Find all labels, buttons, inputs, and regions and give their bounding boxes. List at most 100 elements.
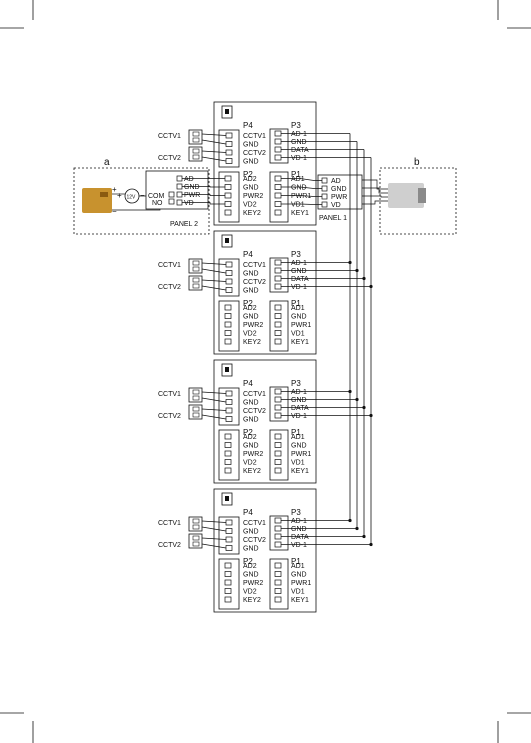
panel-1-terminal [321, 201, 328, 208]
p2-pin-label: AD2 [243, 305, 257, 312]
p4-pin [225, 132, 233, 139]
p2-pin-label: PWR2 [243, 193, 263, 200]
cctv-plug-pin [192, 389, 200, 395]
panel-2-no-label: NO [152, 200, 163, 207]
p1-pin-label: AD1 [291, 434, 305, 441]
p3-pin-label: VD-1 [291, 155, 307, 162]
p1-pin-label: KEY1 [291, 210, 309, 217]
camera-wiring [362, 179, 388, 205]
p3-label: P3 [291, 250, 301, 259]
p3-pin [274, 412, 282, 419]
panel-2-com-terminal [168, 191, 175, 198]
p3-pin [274, 404, 282, 411]
p1-pin [274, 571, 282, 577]
cctv-plug-pin [192, 283, 200, 289]
door-unit-b-enclosure [379, 167, 457, 235]
cctv-plug-pin [192, 535, 200, 541]
p3-pin [274, 525, 282, 532]
p3-pin-label: GND [291, 268, 307, 275]
p2-pin [224, 192, 232, 199]
p2-pin-label: PWR2 [243, 451, 263, 458]
p2-pin [224, 571, 232, 577]
p1-pin-label: GND [291, 314, 307, 321]
p4-pin [225, 149, 233, 156]
p1-pin-label: PWR1 [291, 193, 311, 200]
panel-2-no-terminal [168, 198, 175, 205]
p3-pin [274, 541, 282, 548]
cctv-wire [201, 150, 227, 153]
cctv-wire [201, 139, 227, 145]
p1-pin [274, 175, 282, 182]
region-label-a: a [104, 157, 110, 168]
cctv-wire [201, 268, 227, 274]
cctv-wire [201, 543, 227, 549]
p1-pin-label: AD1 [291, 563, 305, 570]
cctv-wire [201, 156, 227, 162]
p4-pin-label: CCTV2 [243, 279, 266, 286]
p4-pin [225, 528, 233, 534]
p2-pin [224, 175, 232, 182]
p1-pin-label: VD1 [291, 460, 305, 467]
panel-2-wire [182, 194, 225, 196]
p4-label: P4 [243, 379, 253, 388]
p3-pin [274, 275, 282, 282]
p2-pin-label: VD2 [243, 202, 257, 209]
p2-pin-label: KEY2 [243, 597, 261, 604]
panel-2-com-label: COM [148, 193, 165, 200]
p3-pin-label: VD-1 [291, 413, 307, 420]
cctv-wire [201, 133, 227, 136]
panel-1-terminal-label: PWR [331, 194, 347, 201]
panel-1-wire [281, 178, 322, 181]
p1-pin [274, 184, 282, 190]
monitor-unit: P4CCTV1GNDCCTV2GNDP3AD-1GNDDATAVD-1P2AD2… [158, 230, 317, 355]
door-camera-icon [388, 183, 426, 208]
p3-connector [269, 515, 289, 551]
p2-pin [224, 442, 232, 448]
p3-pin [274, 396, 282, 403]
p4-pin [225, 519, 233, 526]
p2-pin-label: VD2 [243, 460, 257, 467]
cctv-wire [201, 397, 227, 403]
monitor-icon-mark [225, 109, 229, 114]
p2-pin-label: AD2 [243, 563, 257, 570]
p1-pin-label: AD1 [291, 176, 305, 183]
p2-label: P2 [243, 170, 253, 179]
lock-minus-label: − [112, 207, 117, 216]
p3-pin [274, 267, 282, 274]
p3-pin [274, 138, 282, 145]
monitor-unit: P4CCTV1GNDCCTV2GNDP3AD-1GNDDATAVD-1P2AD2… [158, 359, 317, 484]
p3-pin-label: GND [291, 526, 307, 533]
p2-pin [224, 467, 232, 474]
panel-2-terminal [176, 191, 183, 198]
cctv-plug-pin [192, 406, 200, 412]
panel-1-wire [281, 203, 322, 205]
p2-pin [224, 201, 232, 207]
p2-pin [224, 450, 232, 457]
panel-1-terminal [321, 193, 328, 200]
cctv-wire [201, 279, 227, 282]
p4-label: P4 [243, 121, 253, 130]
p2-pin-label: KEY2 [243, 468, 261, 475]
p2-pin [224, 338, 232, 345]
panel-1-name: PANEL 1 [319, 215, 347, 222]
cctv1-label: CCTV1 [158, 520, 181, 527]
bus-wiring [182, 133, 373, 547]
p1-label: P1 [291, 299, 301, 308]
cctv-plug-pin [192, 266, 200, 272]
cctv-plug-pin [192, 148, 200, 154]
p3-connector [269, 128, 289, 164]
p2-pin [224, 313, 232, 319]
cctv-plug-pin [192, 541, 200, 547]
p4-connector [218, 387, 240, 426]
p1-pin-label: GND [291, 572, 307, 579]
p4-pin-label: GND [243, 417, 259, 424]
monitor-icon-mark [225, 238, 229, 243]
cctv-wire [201, 391, 227, 394]
p1-pin-label: KEY1 [291, 468, 309, 475]
p2-pin [224, 562, 232, 569]
panel-1-terminal-label: VD [331, 202, 341, 209]
p4-pin-label: GND [243, 400, 259, 407]
panel-2-terminal-label: PWR [184, 192, 200, 199]
